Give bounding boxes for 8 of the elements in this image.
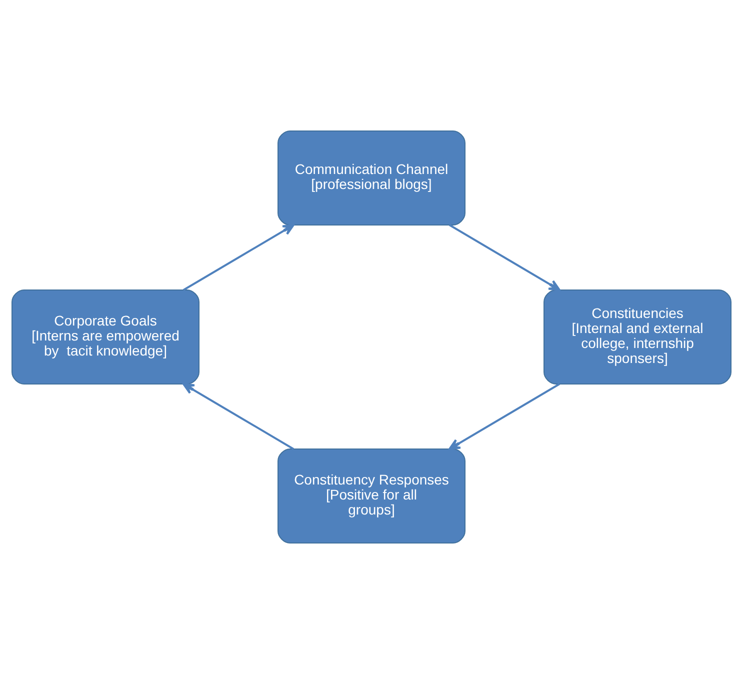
arrow (448, 382, 560, 450)
arrow (182, 382, 294, 450)
arrow (449, 224, 560, 290)
node-box: Corporate Goals [Interns are empowered by tacit knowledge] (12, 289, 200, 384)
node-box: Constituencies [Internal and external college, internship sponsers] (544, 289, 732, 384)
arrow (183, 224, 294, 290)
node-box: Constituency Responses [Positive for all groups] (278, 448, 466, 543)
node-box: Communication Channel [professional blogs] (278, 130, 466, 225)
